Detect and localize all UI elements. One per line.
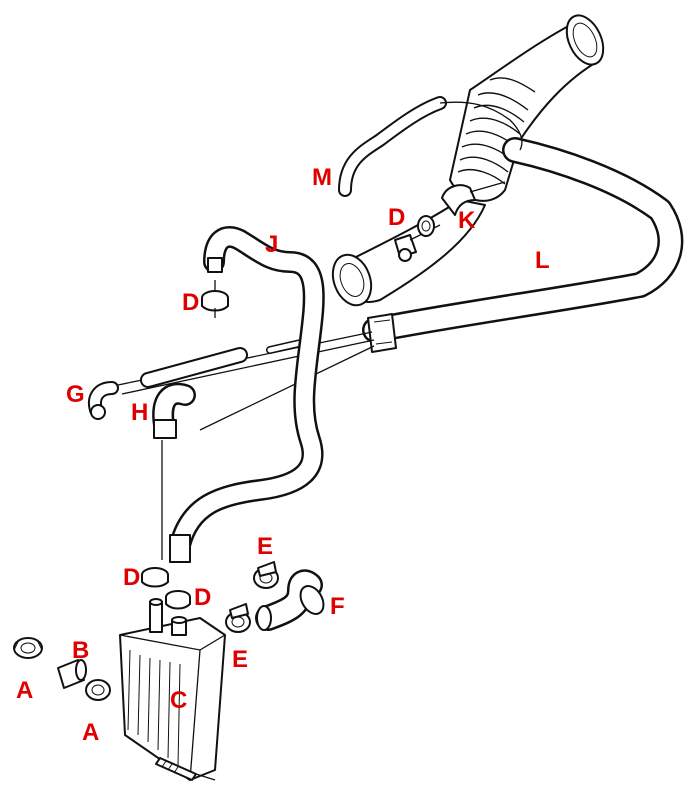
label-l: L [535, 247, 550, 274]
label-d-mid: D [123, 564, 140, 591]
part-m-hose [338, 96, 523, 197]
part-f-elbow-hose [255, 569, 325, 631]
part-e-clamp-lower [225, 603, 251, 633]
rigid-tube-short [140, 338, 309, 388]
part-d-clamp-upper [201, 280, 229, 318]
label-f: F [330, 593, 345, 620]
label-g: G [66, 381, 85, 408]
label-d-top: D [388, 204, 405, 231]
part-d-clamp-left [141, 567, 169, 588]
label-a-bottom: A [82, 719, 99, 746]
label-j: J [265, 231, 278, 258]
callout-labels: M D K J L D G H E D D F B E A C A [16, 164, 550, 746]
label-h: H [131, 399, 148, 426]
part-b-sleeve [57, 659, 87, 689]
label-e-bottom: E [232, 646, 248, 673]
label-c: C [170, 687, 187, 714]
label-m: M [312, 164, 332, 191]
part-h-elbow-hose [152, 382, 196, 560]
label-d-right: D [194, 584, 211, 611]
label-d-left-upper: D [182, 289, 199, 316]
part-d-nipple-valve [394, 215, 441, 262]
label-k: K [458, 207, 476, 234]
part-g-elbow [88, 381, 119, 420]
label-b: B [72, 637, 89, 664]
part-a-nut-inner [85, 679, 111, 701]
part-j-loop-hose [169, 226, 325, 563]
label-a-top: A [16, 677, 33, 704]
bolt [155, 757, 216, 781]
part-a-nut-outer [13, 637, 43, 659]
part-d-clamp-mid [165, 590, 191, 610]
label-e-top: E [257, 533, 273, 560]
part-l-long-hose [362, 137, 684, 353]
part-k-elbow [441, 181, 506, 216]
part-e-clamp-upper [253, 561, 279, 589]
part-c-oil-separator [119, 598, 226, 781]
